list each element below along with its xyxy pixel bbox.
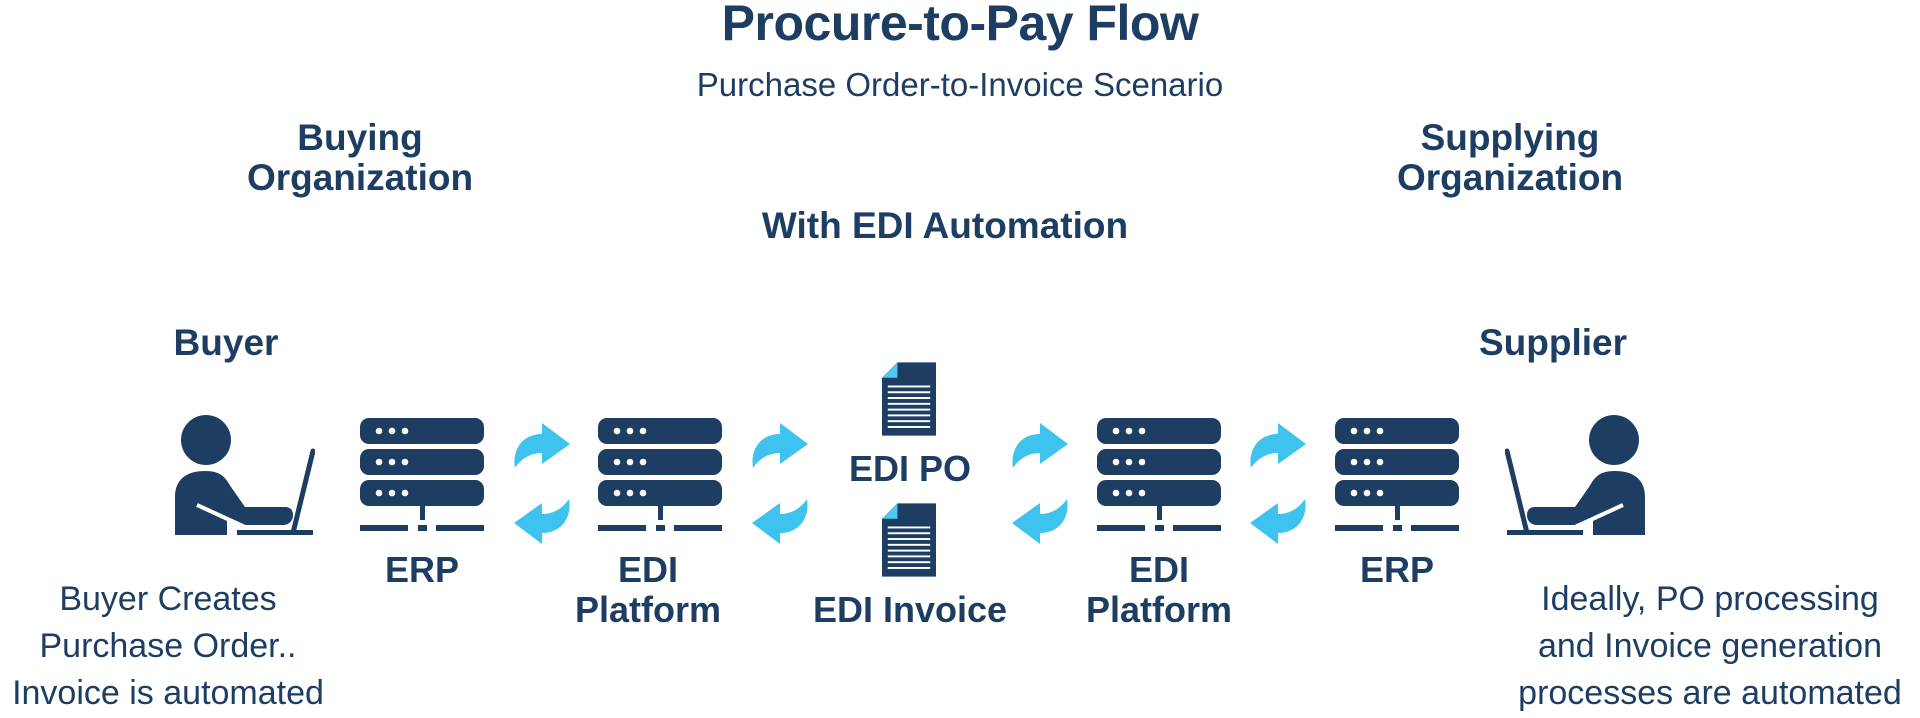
supplier-erp-label-line-1: ERP <box>1359 549 1435 590</box>
supplier-note: Ideally, PO processing and Invoice gener… <box>1500 576 1920 717</box>
supplier-edi-platform-label-line-1: EDI <box>1128 549 1189 590</box>
supplier-edi-platform-server-icon <box>1097 418 1221 534</box>
buyer-note-line-1: Buyer Creates <box>59 580 277 618</box>
buyer-edi-platform-label-line-2: Platform <box>574 589 722 630</box>
supplier-label: Supplier <box>1478 322 1628 363</box>
curved-arrow-right-icon <box>512 420 572 470</box>
supplier-edi-platform-label-line-2: Platform <box>1085 589 1233 630</box>
curved-arrow-right-icon <box>1248 420 1308 470</box>
buying-organization-line-2: Organization <box>246 157 474 198</box>
supplier-erp-server-icon <box>1335 418 1459 534</box>
buyer-erp-label: ERP <box>322 550 522 590</box>
supplier-edi-platform-label: EDI Platform <box>1059 550 1259 630</box>
curved-arrow-left-icon <box>512 497 572 547</box>
buyer-erp-server-icon <box>360 418 484 534</box>
curved-arrow-left-icon <box>1248 497 1308 547</box>
buying-organization-label: Buying Organization <box>210 118 510 198</box>
buyer-edi-platform-server-icon <box>598 418 722 534</box>
buyer-edi-platform-label-line-1: EDI <box>617 549 678 590</box>
invoice-document-icon <box>882 502 936 578</box>
page-subtitle: Purchase Order-to-Invoice Scenario <box>696 66 1224 103</box>
automation-label: With EDI Automation <box>761 205 1129 246</box>
supplier-note-line-1: Ideally, PO processing <box>1541 580 1879 618</box>
buyer-note-line-2: Purchase Order.. <box>39 627 297 665</box>
buyer-erp-label-line-1: ERP <box>384 549 460 590</box>
edi-invoice-label: EDI Invoice <box>812 589 1008 630</box>
buyer-edi-platform-label: EDI Platform <box>548 550 748 630</box>
buyer-label: Buyer <box>173 322 279 363</box>
supplying-organization-line-2: Organization <box>1396 157 1624 198</box>
page-title: Procure-to-Pay Flow <box>721 0 1199 51</box>
buying-organization-line-1: Buying <box>297 117 423 158</box>
po-document-icon <box>882 361 936 437</box>
supplier-note-line-3: processes are automated <box>1518 674 1902 712</box>
buyer-note: Buyer Creates Purchase Order.. Invoice i… <box>0 576 336 717</box>
supplying-organization-label: Supplying Organization <box>1360 118 1660 198</box>
supplier-erp-label: ERP <box>1297 550 1497 590</box>
person-at-laptop-icon <box>175 415 315 535</box>
supplying-organization-line-1: Supplying <box>1420 117 1600 158</box>
person-at-laptop-icon <box>1505 415 1645 535</box>
edi-po-label: EDI PO <box>848 448 972 489</box>
supplier-note-line-2: and Invoice generation <box>1537 627 1883 665</box>
curved-arrow-left-icon <box>1010 497 1070 547</box>
buyer-note-line-3: Invoice is automated <box>12 674 324 712</box>
curved-arrow-left-icon <box>750 497 810 547</box>
